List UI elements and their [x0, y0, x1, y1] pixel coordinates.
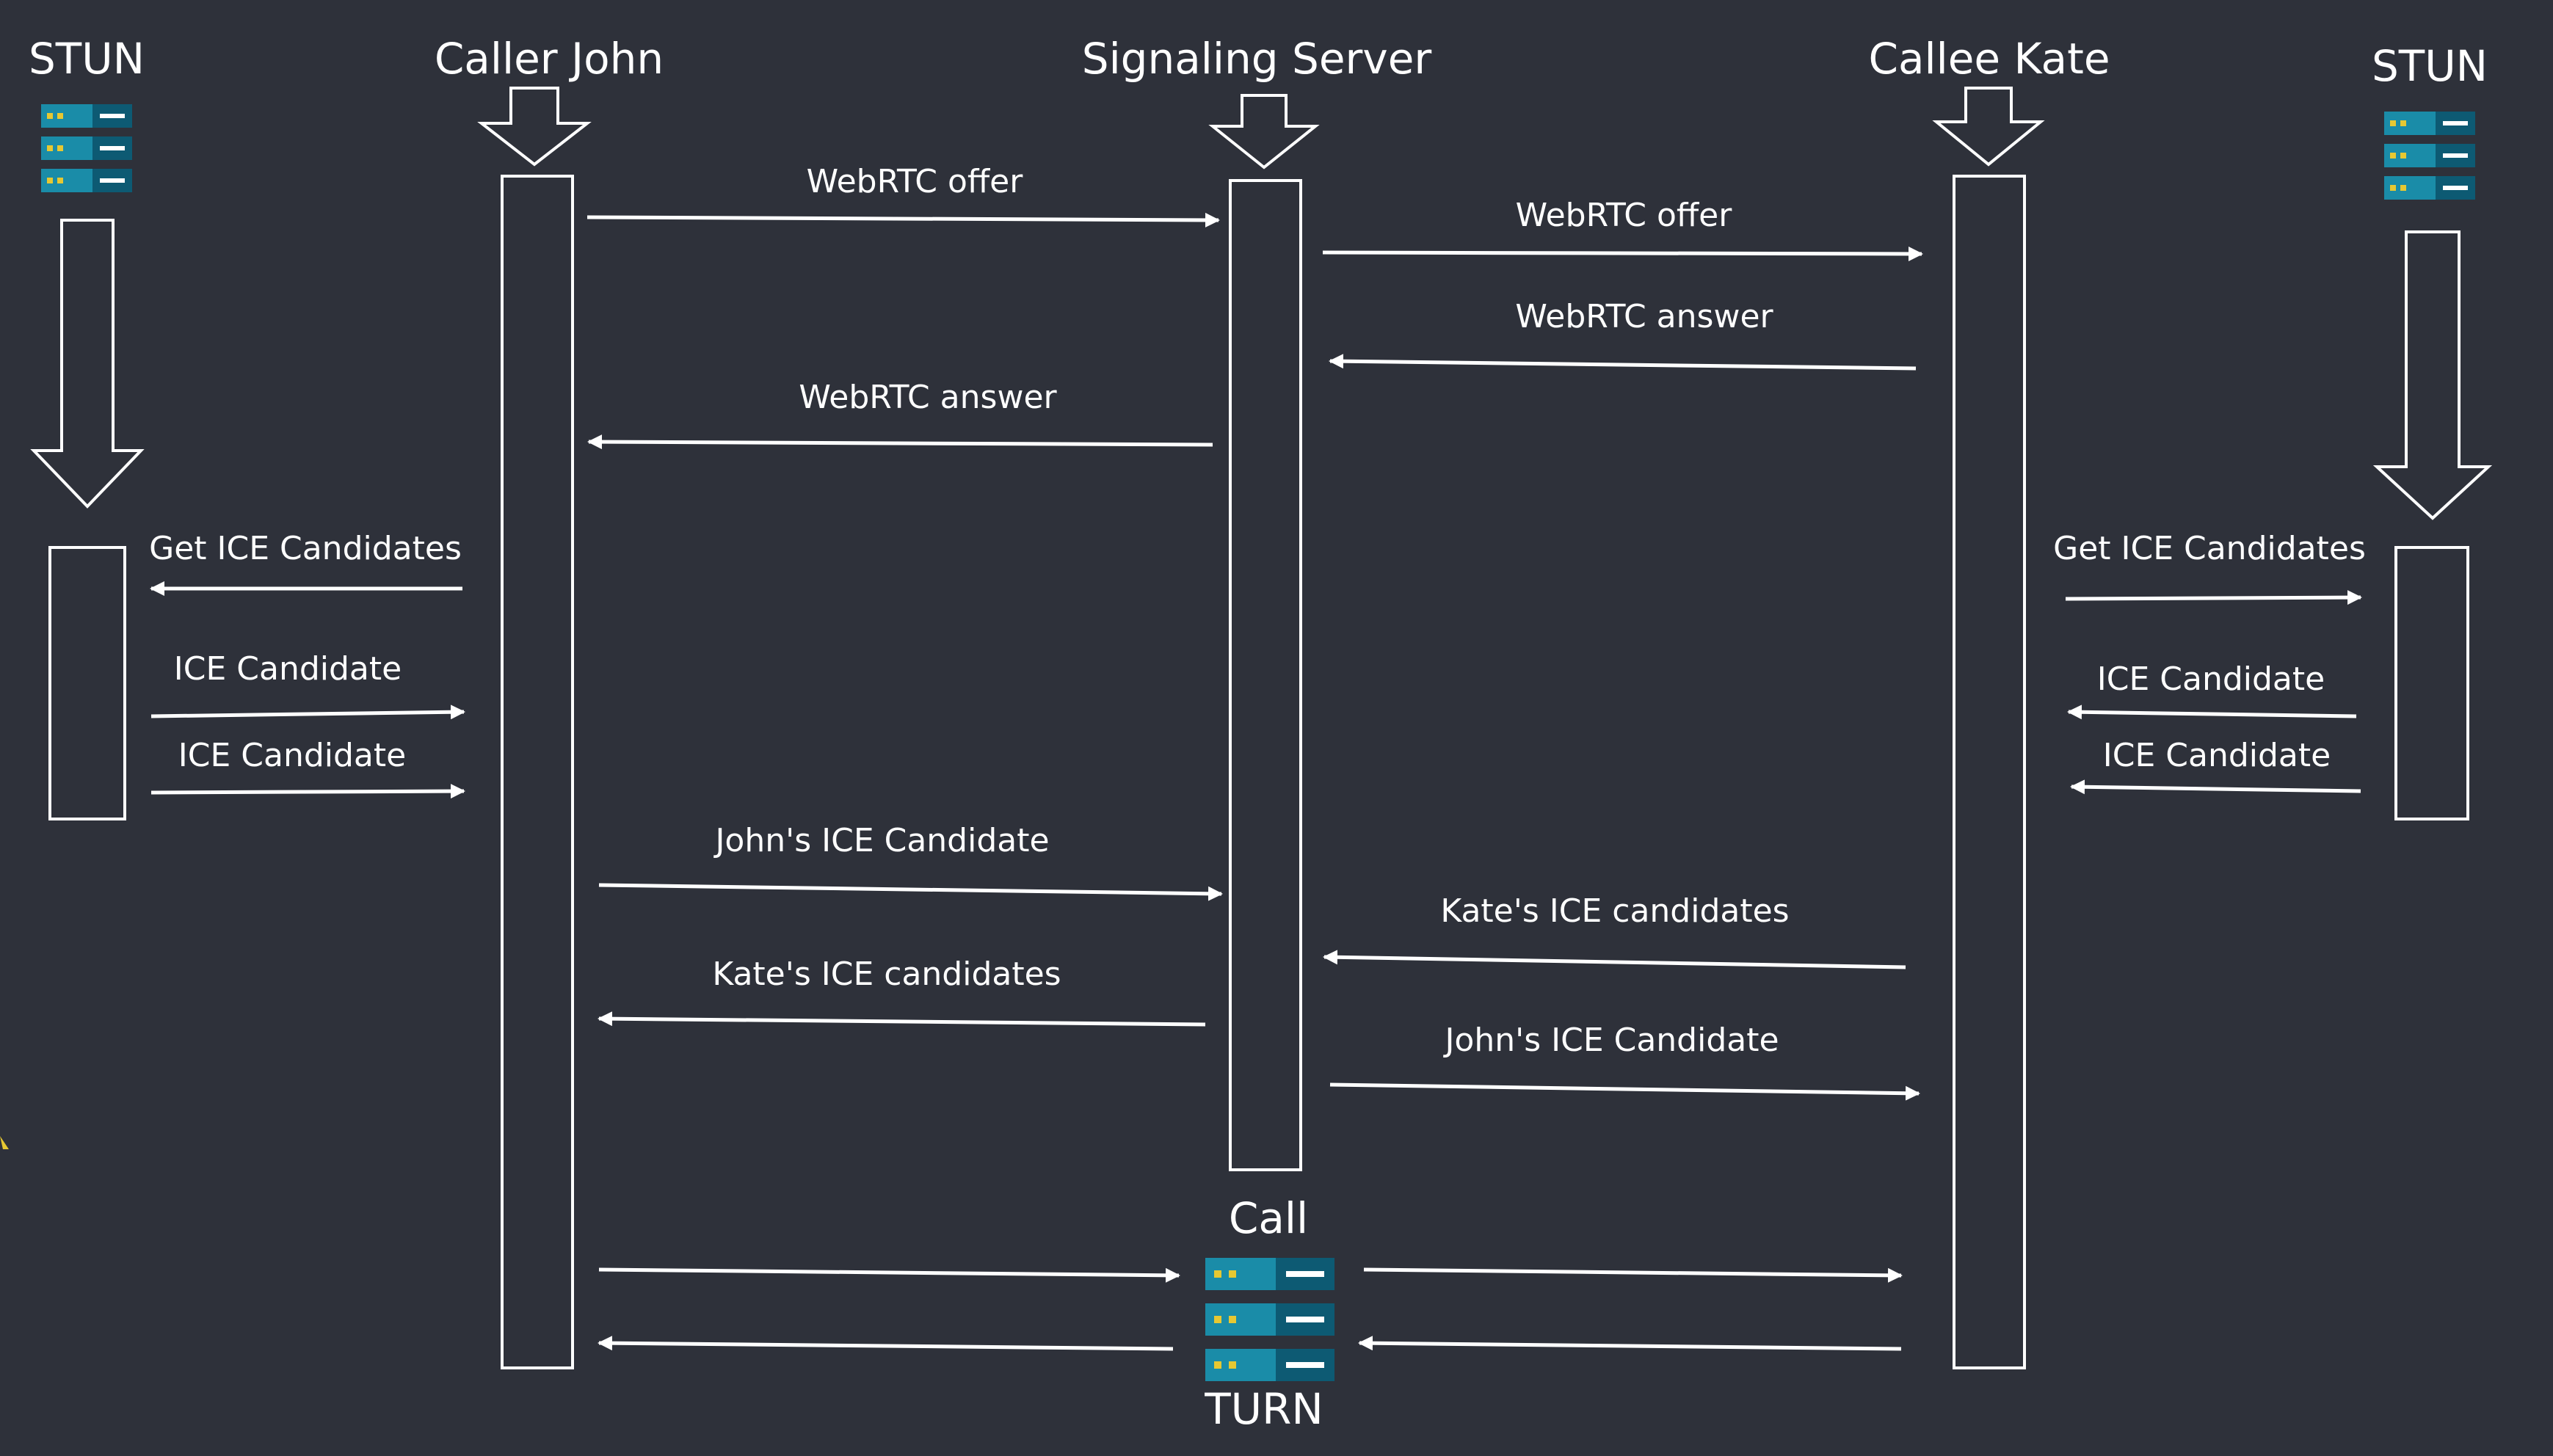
label-ice-left-2: ICE Candidate: [178, 737, 406, 774]
label-get-ice-right: Get ICE Candidates: [2053, 530, 2366, 567]
arrow-johns-ice-to-kate: [1329, 1082, 1920, 1101]
stun-left-activation: [48, 546, 126, 820]
callee-header-arrow: [1932, 87, 2045, 167]
label-kates-ice-2: Kate's ICE candidates: [712, 956, 1061, 993]
label-answer-kate: WebRTC answer: [1515, 298, 1773, 335]
label-offer-kate: WebRTC offer: [1516, 197, 1733, 234]
server-stack-icon: [41, 104, 132, 192]
arrow-call-turn-to-john: [598, 1336, 1174, 1351]
label-offer-john: WebRTC offer: [807, 163, 1024, 200]
label-ice-right-1: ICE Candidate: [2097, 660, 2325, 698]
arrow-kates-ice-to-server: [1323, 950, 1906, 969]
arrow-ice-left-2: [150, 784, 465, 799]
callee-title: Callee Kate: [1868, 34, 2110, 84]
arrow-call-kate-to-turn: [1358, 1336, 1902, 1351]
label-ice-right-2: ICE Candidate: [2103, 737, 2331, 774]
label-ice-left-1: ICE Candidate: [174, 650, 402, 688]
label-get-ice-left: Get ICE Candidates: [149, 530, 462, 567]
server-header-arrow: [1208, 94, 1320, 170]
call-label: Call: [1229, 1193, 1308, 1243]
stun-right-down-arrow: [2372, 230, 2493, 520]
arrow-offer-john-to-server: [586, 212, 1220, 228]
arrow-answer-kate-to-server: [1329, 354, 1917, 371]
arrow-offer-server-to-kate: [1322, 246, 1923, 261]
arrow-call-turn-to-kate: [1363, 1267, 1903, 1283]
arrow-get-ice-right: [2065, 590, 2362, 605]
label-johns-ice-1: John's ICE Candidate: [713, 822, 1049, 859]
server-stack-icon: [2384, 112, 2475, 200]
caller-title: Caller John: [435, 34, 664, 84]
stun-right-activation: [2394, 546, 2469, 820]
arrow-johns-ice-to-server: [598, 883, 1223, 901]
stun-right-title: STUN: [2372, 41, 2488, 91]
arrow-kates-ice-to-john: [598, 1011, 1206, 1027]
arrow-ice-left-1: [150, 705, 465, 720]
stun-left-down-arrow: [30, 219, 145, 509]
turn-label: TURN: [1204, 1384, 1323, 1434]
arrow-call-john-to-turn: [598, 1267, 1180, 1283]
label-answer-john: WebRTC answer: [799, 379, 1057, 416]
server-title: Signaling Server: [1082, 34, 1432, 84]
callee-lifeline: [1953, 175, 2026, 1369]
server-lifeline: [1229, 179, 1302, 1171]
server-stack-icon: [1205, 1258, 1334, 1381]
label-johns-ice-2: John's ICE Candidate: [1442, 1022, 1779, 1059]
stun-left-title: STUN: [29, 34, 145, 84]
caller-header-arrow: [477, 87, 592, 167]
arrow-answer-server-to-john: [587, 434, 1213, 450]
cursor-icon: [0, 1136, 9, 1149]
arrow-ice-right-2: [2070, 779, 2361, 795]
arrow-ice-right-1: [2067, 705, 2357, 720]
caller-lifeline: [501, 175, 574, 1369]
label-kates-ice-1: Kate's ICE candidates: [1440, 892, 1789, 930]
